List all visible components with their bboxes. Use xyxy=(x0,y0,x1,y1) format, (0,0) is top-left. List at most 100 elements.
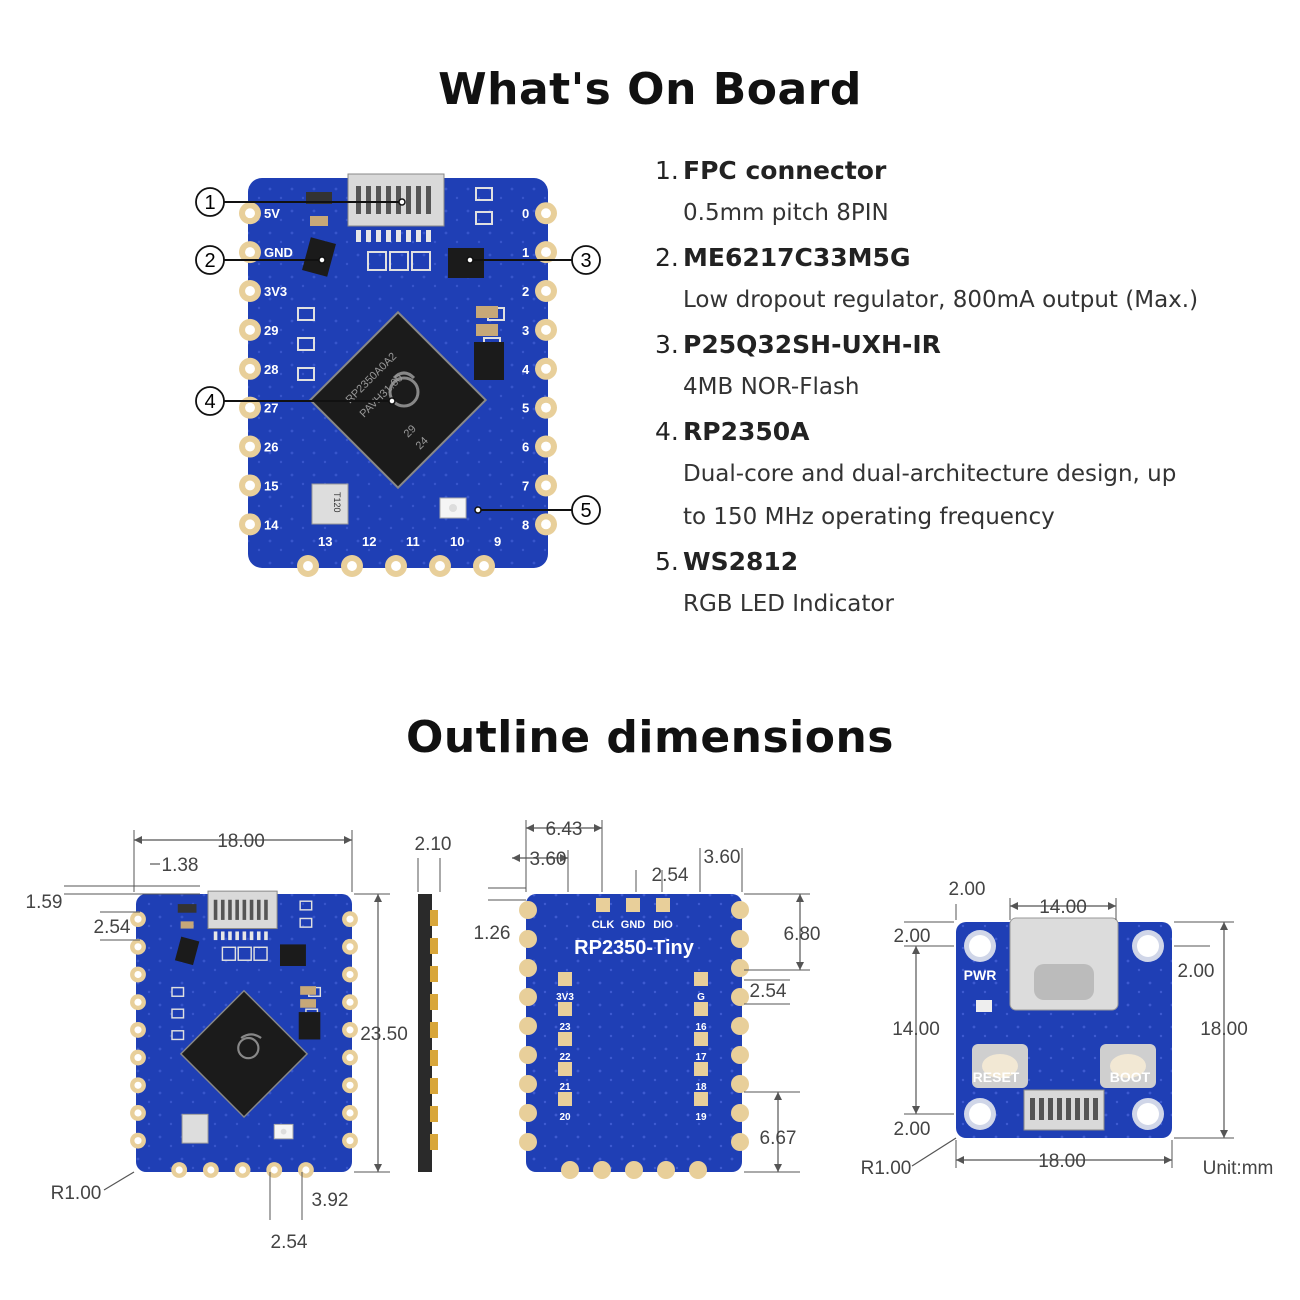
callout-circle xyxy=(571,245,601,275)
adapter-fpc-connector xyxy=(1023,1089,1105,1131)
outline-dimensions-title: Outline dimensions xyxy=(405,712,894,763)
arrow-icon xyxy=(1220,1130,1228,1138)
callout-number: 5 xyxy=(580,500,591,522)
passive-component xyxy=(171,1030,185,1041)
feature-number: 5. xyxy=(655,546,679,576)
reset-label: RESET xyxy=(973,1069,1020,1085)
fpc-contact xyxy=(1084,1098,1089,1120)
pad-hole xyxy=(245,286,255,296)
pad-hole xyxy=(134,1137,142,1145)
pad-hole xyxy=(245,247,255,258)
resistor-array xyxy=(389,251,409,271)
pin-label-left: 26 xyxy=(264,440,278,455)
fpc-pad xyxy=(256,931,261,941)
passive-component xyxy=(299,917,313,928)
castellated-pad xyxy=(731,988,749,1006)
pad-hole xyxy=(303,561,313,571)
gpio-pad xyxy=(558,1062,572,1076)
callout-dot xyxy=(318,256,326,264)
castellated-pad xyxy=(625,1161,643,1179)
fpc-contact xyxy=(1057,1098,1062,1120)
pin-label-right: 2 xyxy=(522,284,529,299)
passive-component xyxy=(297,367,315,381)
pad-hole xyxy=(134,1109,142,1117)
pin-label-right: 4 xyxy=(522,362,530,377)
pad-hole xyxy=(238,1166,247,1174)
castellated-pad xyxy=(657,1161,675,1179)
feature-description: RGB LED Indicator xyxy=(683,591,894,617)
pin-label-right: 7 xyxy=(522,478,529,493)
capacitor xyxy=(476,306,498,318)
fpc-contact xyxy=(1048,1098,1053,1120)
dimension-label: 2.10 xyxy=(415,834,452,855)
pin-label-right: 6 xyxy=(522,440,529,455)
capacitor xyxy=(180,921,194,929)
arrow-icon xyxy=(912,1106,920,1114)
fpc-contact xyxy=(396,186,401,214)
pad-hole xyxy=(245,363,255,374)
gpio-label: 18 xyxy=(695,1082,707,1093)
fpc-contact xyxy=(366,186,371,214)
dimension-label: 18.00 xyxy=(217,831,265,852)
side-pad xyxy=(430,910,438,926)
passive-component xyxy=(171,986,185,997)
pin-label-left: 29 xyxy=(264,323,278,338)
pad-hole xyxy=(541,286,551,296)
pad-hole xyxy=(134,915,142,923)
pad-hole xyxy=(346,1109,354,1117)
rp2350-chip xyxy=(179,989,309,1118)
arrow-icon xyxy=(796,962,804,970)
dimension-label: 1.59 xyxy=(26,892,63,913)
pad-hole xyxy=(391,561,401,571)
passive-component xyxy=(297,307,315,321)
back-title: RP2350-Tiny xyxy=(574,937,695,959)
arrow-icon xyxy=(374,1164,382,1172)
arrow-icon xyxy=(1010,902,1018,910)
pin-label-right: 3 xyxy=(522,323,529,338)
resistor-array xyxy=(367,251,387,271)
castellated-pad xyxy=(519,959,537,977)
pad-hole xyxy=(245,402,255,413)
pin-label-bottom: 12 xyxy=(362,534,376,549)
callout-number: 2 xyxy=(204,250,215,272)
fpc-contact xyxy=(376,186,381,214)
feature-name: ME6217C33M5G xyxy=(683,242,911,272)
callout-dot xyxy=(398,198,406,206)
gpio-pad xyxy=(694,1092,708,1106)
feature-name: P25Q32SH-UXH-IR xyxy=(683,329,941,359)
arrow-icon xyxy=(526,824,534,832)
arrow-icon xyxy=(1164,1156,1172,1164)
castellated-pad xyxy=(731,959,749,977)
castellated-pad xyxy=(519,930,537,948)
pwr-led xyxy=(976,1000,992,1012)
resistor-array xyxy=(237,946,252,961)
dimension-label: 14.00 xyxy=(1039,897,1087,918)
pad-hole xyxy=(541,441,551,452)
dimension-label: 6.80 xyxy=(784,924,821,945)
fpc-contact xyxy=(416,186,421,214)
leader-line xyxy=(103,1171,135,1191)
callout-circle xyxy=(195,187,225,217)
feature-number: 1. xyxy=(655,155,679,185)
flash-chip xyxy=(448,248,484,278)
pad-hole xyxy=(134,943,142,951)
callout-dot xyxy=(388,397,396,405)
dimension-label: 1.38 xyxy=(162,855,199,876)
fpc-pad xyxy=(366,230,371,242)
crystal xyxy=(311,483,349,525)
dimension-label: 3.92 xyxy=(312,1190,349,1211)
castellated-pad xyxy=(731,930,749,948)
castellated-pad xyxy=(731,1017,749,1035)
fpc-contact xyxy=(213,899,218,920)
castellated-pad xyxy=(561,1161,579,1179)
callout-circle xyxy=(571,495,601,525)
fpc-contact xyxy=(264,899,268,920)
swd-pad xyxy=(626,898,640,912)
castellated-pad xyxy=(519,901,537,919)
fpc-pad xyxy=(416,230,421,242)
castellated-pad xyxy=(519,1017,537,1035)
flash-chip xyxy=(280,944,306,966)
